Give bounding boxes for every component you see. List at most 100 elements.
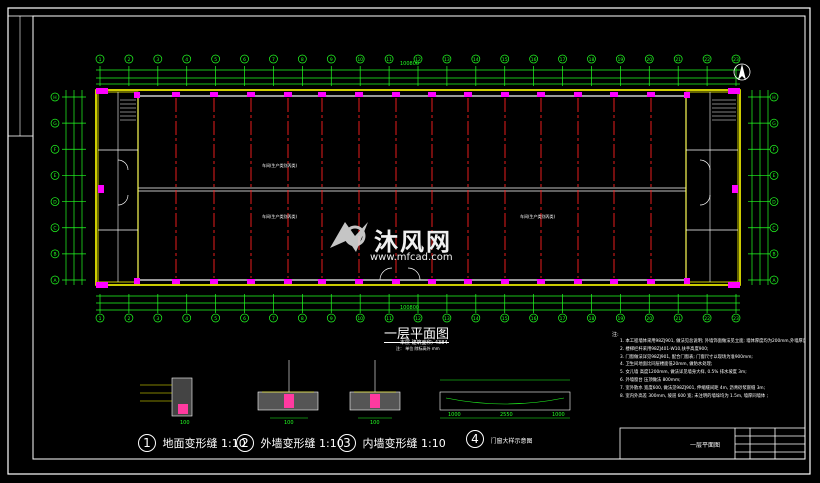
column-axis-bubble: 17 bbox=[558, 313, 567, 323]
notes-list: 1. 本工程墙体采用98ZJ901, 做法见总说明; 外墙饰面做法见立面; 墙体… bbox=[620, 338, 805, 400]
svg-text:G: G bbox=[772, 121, 776, 127]
title-block-label: 一层平面图 bbox=[690, 442, 721, 449]
svg-text:D: D bbox=[53, 199, 57, 205]
svg-text:1: 1 bbox=[99, 57, 102, 63]
note-line: 5. 女儿墙 高度1200mm, 做法详见墙身大样, 0.5% 排水坡度 3m; bbox=[620, 370, 747, 376]
watermark-logo-icon bbox=[330, 222, 368, 252]
svg-text:C: C bbox=[772, 226, 775, 232]
svg-text:F: F bbox=[54, 147, 57, 153]
column-axis-bubble: 4 bbox=[182, 313, 192, 323]
notes-heading: 注: bbox=[612, 332, 619, 338]
column-axis-bubble: 16 bbox=[529, 54, 538, 64]
row-axis-bubble: C bbox=[50, 223, 60, 233]
column-axis-bubble: 12 bbox=[413, 313, 423, 323]
detail-2-dim: 100 bbox=[284, 420, 294, 426]
detail-3-drawing bbox=[349, 360, 401, 419]
svg-text:9: 9 bbox=[330, 316, 333, 322]
column-axis-bubble: 3 bbox=[153, 54, 163, 64]
drawing-frame bbox=[7, 7, 811, 475]
column-axis-bubble: 7 bbox=[269, 54, 278, 64]
row-axis-bubble: H bbox=[769, 92, 779, 102]
row-axis-bubble: D bbox=[50, 197, 60, 206]
svg-text:10: 10 bbox=[357, 57, 363, 63]
svg-text:7: 7 bbox=[272, 316, 275, 322]
column-axis-bubble: 5 bbox=[211, 54, 220, 64]
dimension-ticks bbox=[62, 66, 770, 313]
detail-4-title: 门窗大样示意图 bbox=[490, 438, 533, 445]
column-axis-bubble: 6 bbox=[240, 313, 249, 323]
svg-text:17: 17 bbox=[560, 316, 566, 322]
svg-text:5: 5 bbox=[214, 316, 217, 322]
column-axis-bubble: 18 bbox=[587, 54, 596, 64]
column-axis-bubble: 11 bbox=[384, 54, 394, 64]
column-axis-bubble: 22 bbox=[702, 313, 712, 323]
column-axis-bubble: 9 bbox=[326, 54, 336, 64]
detail-2-scale: 1:10 bbox=[319, 437, 344, 450]
svg-text:20: 20 bbox=[646, 57, 652, 63]
row-axis-bubble: F bbox=[769, 144, 779, 154]
svg-text:18: 18 bbox=[589, 316, 595, 322]
row-axis-bubble: D bbox=[769, 197, 779, 206]
row-axis-bubble: G bbox=[50, 118, 60, 128]
plan-sub-note: 注： 单位 除标高外 mm bbox=[396, 346, 440, 351]
svg-text:3: 3 bbox=[156, 57, 159, 63]
svg-text:12: 12 bbox=[415, 316, 421, 322]
column-axis-bubble: 3 bbox=[153, 313, 163, 323]
column-axis-bubble: 19 bbox=[616, 54, 625, 64]
svg-text:11: 11 bbox=[386, 316, 392, 322]
svg-text:16: 16 bbox=[531, 57, 537, 63]
outer-wall bbox=[95, 89, 741, 286]
detail-4-drawing bbox=[439, 379, 571, 419]
detail-4-dim-mid: 2550 bbox=[500, 412, 513, 418]
svg-text:H: H bbox=[772, 95, 775, 101]
column-axis-bubble: 7 bbox=[269, 313, 278, 323]
detail-3-dim: 100 bbox=[370, 420, 380, 426]
row-axis-bubble: H bbox=[50, 92, 60, 102]
room-label-3: 车间(生产类别丙类) bbox=[520, 214, 556, 219]
svg-text:12: 12 bbox=[415, 57, 421, 63]
column-axis-bubble: 20 bbox=[644, 313, 654, 323]
column-axis-bubble: 22 bbox=[702, 54, 712, 64]
svg-text:23: 23 bbox=[733, 57, 739, 63]
column-axis-bubble: 2 bbox=[124, 313, 134, 323]
row-axis-bubble: G bbox=[769, 118, 779, 128]
note-line: 6. 外墙窗台 压顶做法 800mm; bbox=[620, 377, 681, 383]
column-axis-bubble: 18 bbox=[587, 313, 596, 323]
row-axis-bubble: F bbox=[50, 144, 60, 154]
row-axis-bubble: B bbox=[50, 249, 60, 259]
svg-text:10: 10 bbox=[357, 316, 363, 322]
column-axis-bubble: 8 bbox=[298, 313, 307, 323]
svg-text:F: F bbox=[773, 147, 776, 153]
column-axis-bubble: 1 bbox=[95, 54, 105, 64]
stairs bbox=[120, 99, 736, 121]
left-strip bbox=[7, 15, 34, 137]
column-axis-bubble: 17 bbox=[558, 54, 567, 64]
overall-dimension-top: 100800 bbox=[400, 61, 420, 67]
detail-1-number: 1 bbox=[138, 434, 156, 452]
svg-text:6: 6 bbox=[243, 316, 246, 322]
detail-1-title: 地面变形缝 bbox=[162, 437, 218, 450]
column-axis-bubble: 23 bbox=[731, 54, 741, 64]
detail-2-number: 2 bbox=[236, 434, 254, 452]
svg-text:21: 21 bbox=[675, 57, 681, 63]
svg-text:A: A bbox=[53, 278, 57, 284]
svg-text:19: 19 bbox=[617, 316, 623, 322]
note-line: 3. 门窗做法详见98ZJ901, 配合门窗表; 门窗尺寸以现场为准900mm; bbox=[620, 354, 753, 360]
svg-text:4: 4 bbox=[185, 316, 188, 322]
svg-text:2: 2 bbox=[127, 57, 130, 63]
detail-4-caption: 4 门窗大样示意图 bbox=[466, 430, 533, 448]
svg-text:H: H bbox=[53, 95, 56, 101]
svg-text:8: 8 bbox=[301, 57, 304, 63]
building bbox=[95, 88, 741, 288]
detail-1-drawing bbox=[140, 377, 193, 417]
svg-text:13: 13 bbox=[444, 316, 450, 322]
svg-text:E: E bbox=[54, 173, 57, 179]
svg-text:22: 22 bbox=[704, 57, 710, 63]
svg-text:1: 1 bbox=[99, 316, 102, 322]
svg-text:4: 4 bbox=[185, 57, 188, 63]
column-axis-bubble: 12 bbox=[413, 54, 423, 64]
row-axis-bubble: A bbox=[50, 275, 60, 285]
row-axis-bubble: B bbox=[769, 249, 779, 259]
